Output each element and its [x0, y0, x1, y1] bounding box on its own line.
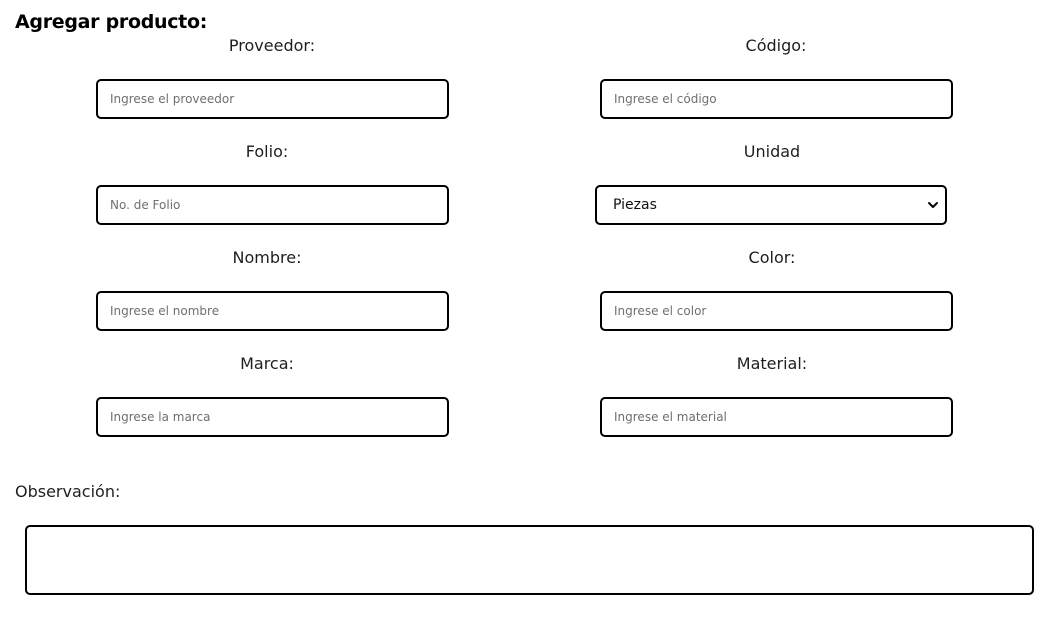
observacion-label: Observación:	[15, 482, 121, 501]
form-title: Agregar producto:	[15, 11, 208, 33]
marca-input[interactable]	[96, 397, 449, 437]
unidad-label: Unidad	[743, 142, 801, 161]
proveedor-label: Proveedor:	[228, 36, 316, 55]
folio-input[interactable]	[96, 185, 449, 225]
nombre-input[interactable]	[96, 291, 449, 331]
unidad-select[interactable]: Piezas	[595, 185, 947, 225]
color-input[interactable]	[600, 291, 953, 331]
color-label: Color:	[748, 248, 796, 267]
observacion-textarea[interactable]	[25, 525, 1034, 595]
proveedor-input[interactable]	[96, 79, 449, 119]
material-label: Material:	[736, 354, 808, 373]
unidad-select-wrapper[interactable]: Piezas	[595, 185, 947, 225]
marca-label: Marca:	[240, 354, 294, 373]
codigo-input[interactable]	[600, 79, 953, 119]
codigo-label: Código:	[745, 36, 807, 55]
folio-label: Folio:	[245, 142, 289, 161]
nombre-label: Nombre:	[232, 248, 302, 267]
material-input[interactable]	[600, 397, 953, 437]
